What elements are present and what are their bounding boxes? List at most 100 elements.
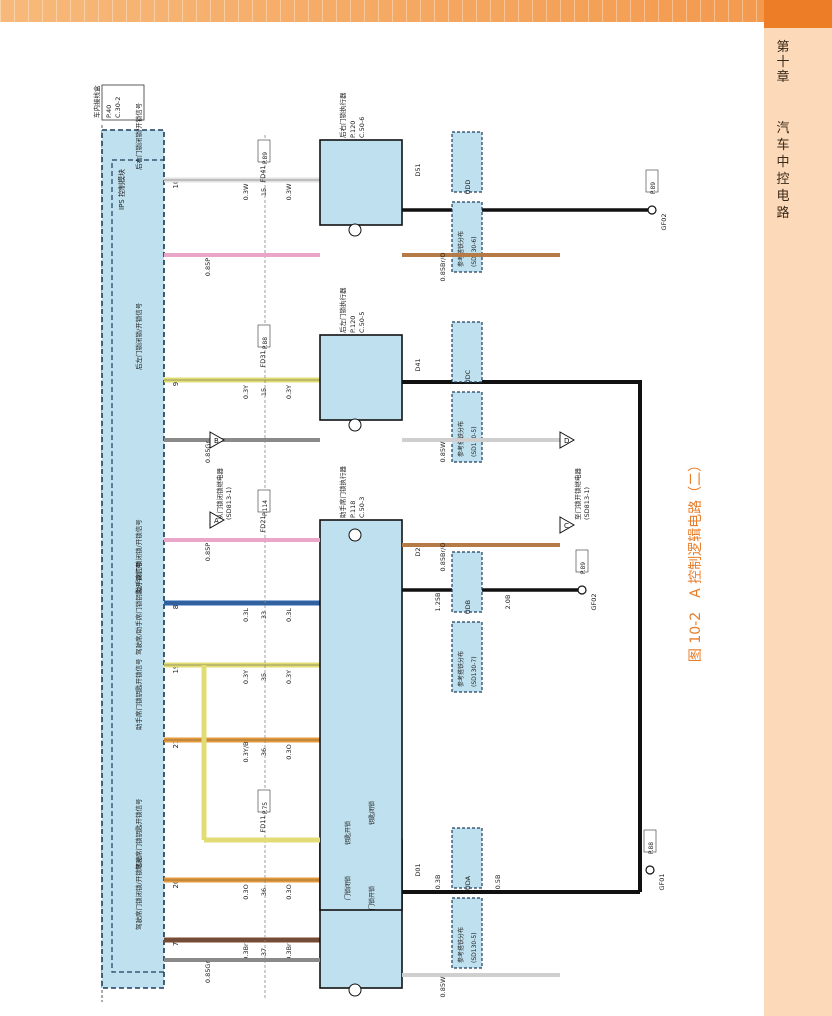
actuator-ref-3-0: P.120 (349, 121, 357, 138)
switch-unlock: 门锁开锁 (368, 886, 376, 910)
ground-icon-0 (645, 865, 655, 875)
ud-box-2 (451, 321, 483, 383)
actuator-conn-0: D01 (414, 863, 422, 876)
ground-icon-2 (647, 205, 657, 215)
motor-icon-1 (348, 528, 362, 542)
wire-code-b-3: 0.3Y (285, 670, 293, 684)
wire-code-b-4: 0.3L (285, 608, 293, 622)
signal-label-5: 后左门锁闭锁/开锁信号 (134, 302, 143, 370)
ud-note-0: 参考搭铁分布 (457, 927, 465, 963)
ips-pin-0: 7 (172, 942, 180, 946)
ips-label: IPS 控制模块 (117, 169, 126, 210)
ips-pin-1: 20 (172, 880, 180, 889)
ud-ref-1: (SD130-7) (471, 656, 478, 687)
conn-pin-0: 37 (260, 948, 268, 956)
lock-wire-code-0: 0.85Gr (204, 961, 212, 984)
motor-icon-3 (348, 223, 362, 237)
relay-letter-3: D (564, 437, 569, 445)
lock-wire-code-1: 0.85P (204, 543, 212, 561)
actuator-3 (319, 139, 403, 226)
ud-name-1: UDB (464, 600, 472, 614)
actuator-2 (319, 334, 403, 421)
lock-wire-code-3: 0.85P (204, 258, 212, 276)
lock-wire-code-2: 0.85Gr (204, 441, 212, 464)
figure-caption: 图 10-2 A 控制逻辑电路（二） (688, 458, 704, 662)
connector-page-1: P.114 (262, 500, 269, 516)
connector-name-0: FD11 (259, 815, 267, 832)
wire-code-a-6: 0.3W (242, 183, 250, 200)
ground-box-1 (575, 549, 589, 573)
connector-name-2: FD31 (259, 350, 267, 367)
actuator-conn-2: D41 (414, 358, 422, 371)
ground-page-0: P.88 (648, 842, 655, 854)
gnd-wire-code-1: 0.5B (494, 875, 502, 890)
conn-pin-5: 15 (260, 388, 268, 396)
actuator-ref-3-1: C.50-6 (358, 117, 366, 138)
conn-pin-3: 35 (260, 673, 268, 681)
gnd-wire-code-2: 2.0B (504, 595, 512, 610)
junction-box-title: 车内接线盒 (92, 85, 101, 118)
sidebar-tab (764, 0, 832, 28)
wire-code-a-1: 0.3O (242, 884, 250, 899)
relay-letter-1: B (214, 437, 219, 445)
wire-code-a-3: 0.3Y (242, 670, 250, 684)
connector-name-3: FD41 (259, 165, 267, 182)
conn-pin-1: 36 (260, 888, 268, 896)
chapter-sidebar (764, 0, 832, 1016)
ips-module (101, 129, 165, 989)
ud-name-0: UDA (464, 875, 472, 890)
relay-triangle-3 (559, 431, 576, 449)
relay-triangle-2 (559, 516, 576, 534)
ud-box-1 (451, 551, 483, 613)
connector-box-1 (257, 489, 271, 513)
conn-pin-6: 15 (260, 188, 268, 196)
ground-name-0: GF01 (658, 873, 666, 890)
ud-note-1: 参考搭铁分布 (457, 651, 465, 687)
ground-name-1: GF02 (590, 593, 598, 610)
signal-label-2: 助手席门锁钥匙开锁信号 (134, 658, 143, 730)
ground-bus (402, 380, 642, 894)
ground-box-2 (645, 169, 659, 193)
relay-triangle-0 (209, 511, 226, 529)
relay-letter-0: A (214, 517, 219, 525)
gnd-wire-code-0: 0.3B (434, 875, 442, 890)
wire-code-b-2: 0.3O (285, 744, 293, 759)
ud-box-3 (451, 131, 483, 193)
switch-lock: 门锁闭锁 (344, 876, 352, 900)
actuator-ref-2-0: P.120 (349, 316, 357, 333)
actuator-ref-1-0: P.118 (349, 501, 357, 518)
switch-key-unlock: 钥匙开锁 (344, 821, 352, 845)
wire-code-b-6: 0.3W (285, 183, 293, 200)
ips-pin-4: 8 (172, 605, 180, 609)
ips-pin-5: 9 (172, 382, 180, 386)
junction-box-ref-1: C.30-2 (114, 97, 122, 118)
wire-code-b-5: 0.3Y (285, 385, 293, 399)
connector-box-2 (257, 324, 271, 348)
ground-page-1: P.89 (580, 562, 587, 574)
connector-box-0 (257, 789, 271, 813)
signal-label-1: 驾驶席门锁钥匙开锁信号 (134, 798, 143, 870)
ground-page-2: P.89 (650, 182, 657, 194)
connector-page-3: P.89 (262, 152, 269, 164)
junction-box-ref (101, 84, 145, 121)
relay-letter-2: C (564, 522, 569, 530)
signal-label-3: 驾驶席/助手席门锁钥匙开锁信号 (134, 561, 143, 655)
actuator-ref-2-1: C.50-5 (358, 312, 366, 333)
actuator-1 (319, 519, 403, 911)
wire-code-b-1: 0.3O (285, 884, 293, 899)
chapter-number: 第十章 (776, 40, 790, 85)
signal-label-4: 助手席门锁闭锁/开锁信号 (134, 519, 143, 593)
ud-ref-box-3 (451, 201, 483, 273)
relay-from-ref: (SD813-1) (225, 487, 233, 520)
actuator-name-2: 后左门锁执行器 (338, 287, 347, 333)
wire-code-a-4: 0.3L (242, 608, 250, 622)
ud-ref-box-1 (451, 621, 483, 693)
motor-icon-2 (348, 418, 362, 432)
connector-page-2: P.88 (262, 337, 269, 349)
relay-to-label: 至门锁开锁继电器 (573, 468, 582, 521)
motor-icon-0 (348, 983, 362, 997)
wire-code-a-2: 0.3Y/B (242, 742, 250, 763)
connector-page-0: P.75 (262, 802, 269, 814)
connector-box-3 (257, 139, 271, 163)
